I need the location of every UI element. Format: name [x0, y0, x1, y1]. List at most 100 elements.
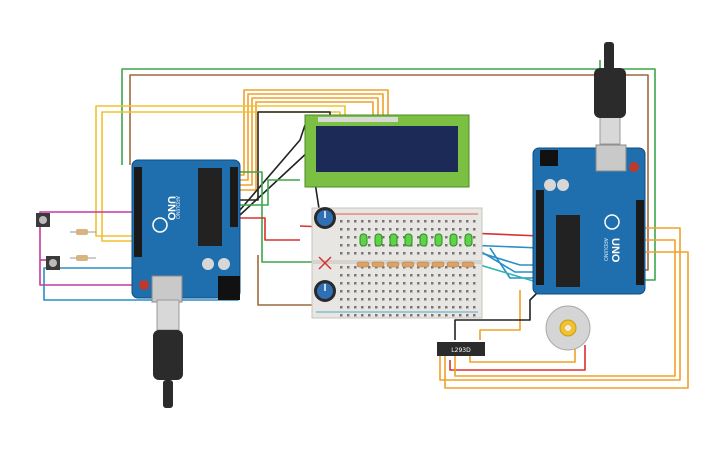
arduino-left-sub: ARDUINO	[174, 196, 180, 219]
wire-orange-motor[interactable]	[469, 345, 576, 363]
wire-orange-right-4[interactable]	[479, 290, 521, 340]
resistor-6[interactable]	[431, 261, 445, 268]
led-7[interactable]	[449, 233, 458, 247]
potentiometer-1[interactable]	[314, 207, 336, 229]
usb-cable-left[interactable]	[153, 299, 183, 408]
wire-yellow-1[interactable]	[95, 105, 346, 237]
breadboard-hole	[459, 290, 462, 293]
breadboard-hole	[340, 282, 343, 285]
wire-black-right[interactable]	[454, 289, 541, 340]
arduino-right[interactable]: UNO ARDUINO	[532, 144, 646, 295]
breadboard-hole	[340, 274, 343, 277]
wire-blue-4[interactable]	[489, 247, 540, 279]
led-1[interactable]	[359, 233, 368, 247]
breadboard-hole	[354, 236, 357, 239]
breadboard-hole	[410, 282, 413, 285]
wire-green-2[interactable]	[240, 171, 318, 263]
wire-red-3[interactable]	[449, 345, 586, 371]
breadboard-hole	[445, 290, 448, 293]
breadboard-hole	[347, 274, 350, 277]
breadboard-hole	[473, 220, 476, 223]
breadboard-hole	[459, 252, 462, 255]
breadboard-hole	[375, 298, 378, 301]
breadboard-hole	[396, 220, 399, 223]
breadboard-hole	[347, 306, 350, 309]
breadboard-hole	[403, 274, 406, 277]
resistor-5[interactable]	[416, 261, 430, 268]
wire-green-3[interactable]	[240, 179, 300, 206]
breadboard-hole	[375, 306, 378, 309]
wire-blue-3[interactable]	[469, 244, 540, 273]
breadboard-hole	[417, 220, 420, 223]
breadboard-hole	[396, 228, 399, 231]
breadboard-hole	[417, 298, 420, 301]
resistor-1[interactable]	[356, 261, 370, 268]
lcd-pins	[318, 117, 398, 122]
wire-orange-right-1[interactable]	[439, 227, 681, 381]
wire-orange-lcd-2[interactable]	[240, 93, 384, 181]
wire-green-top[interactable]	[121, 68, 656, 281]
usb-cable-right[interactable]	[594, 42, 626, 145]
wire-orange-right-2[interactable]	[454, 239, 676, 377]
potentiometer-2[interactable]	[314, 280, 336, 302]
breadboard-hole	[466, 282, 469, 285]
wire-magenta-1[interactable]	[39, 211, 138, 286]
wire-orange-lcd-3[interactable]	[240, 97, 379, 186]
led-3[interactable]	[389, 233, 398, 247]
breadboard-hole	[445, 298, 448, 301]
resistor-4[interactable]	[401, 261, 415, 268]
breadboard-hole	[375, 274, 378, 277]
wire-yellow-2[interactable]	[101, 111, 341, 242]
breadboard-hole	[354, 220, 357, 223]
breadboard-hole	[347, 244, 350, 247]
breadboard-hole	[368, 244, 371, 247]
wire-orange-lcd-1[interactable]	[240, 89, 389, 176]
breadboard-hole	[452, 298, 455, 301]
arduino-left[interactable]: UNO ARDUINO	[131, 159, 241, 303]
arduino-right-sub: ARDUINO	[602, 238, 608, 261]
led-4[interactable]	[404, 233, 413, 247]
resistor-3[interactable]	[386, 261, 400, 268]
arduino-left-brand: UNO	[165, 196, 177, 221]
breadboard-hole	[340, 306, 343, 309]
breadboard-hole	[473, 314, 476, 317]
pushbutton-2[interactable]	[46, 256, 60, 270]
breadboard-hole	[473, 252, 476, 255]
wire-orange-right-3[interactable]	[444, 251, 689, 389]
breadboard-hole	[389, 220, 392, 223]
wire-black-2[interactable]	[239, 124, 306, 211]
led-2[interactable]	[374, 233, 383, 247]
arduino-right-brand: UNO	[609, 238, 621, 263]
breadboard-hole	[382, 228, 385, 231]
lcd-display[interactable]	[304, 114, 470, 188]
breadboard-hole	[459, 298, 462, 301]
wire-brown-2[interactable]	[257, 255, 318, 306]
breadboard-hole	[354, 228, 357, 231]
breadboard-hole	[438, 306, 441, 309]
breadboard-hole	[410, 220, 413, 223]
wire-orange-lcd-4[interactable]	[240, 101, 374, 191]
breadboard-hole	[473, 290, 476, 293]
led-5[interactable]	[419, 233, 428, 247]
breadboard-hole	[452, 252, 455, 255]
dc-motor[interactable]	[545, 305, 591, 351]
led-6[interactable]	[434, 233, 443, 247]
breadboard-hole	[431, 314, 434, 317]
wire-red-1[interactable]	[240, 217, 300, 241]
breadboard-hole	[361, 306, 364, 309]
resistor-7[interactable]	[446, 261, 460, 268]
breadboard-hole	[396, 314, 399, 317]
resistor-8[interactable]	[461, 261, 475, 268]
pushbutton-1[interactable]	[36, 213, 50, 227]
breadboard-hole	[431, 306, 434, 309]
led-8[interactable]	[464, 233, 473, 247]
breadboard-hole	[452, 228, 455, 231]
motor-driver-chip[interactable]: L293D	[437, 342, 485, 356]
resistor-2[interactable]	[371, 261, 385, 268]
breadboard-hole	[431, 252, 434, 255]
breadboard-hole	[354, 252, 357, 255]
breadboard-hole	[375, 228, 378, 231]
wire-black-1[interactable]	[240, 111, 331, 201]
breadboard-hole	[410, 306, 413, 309]
